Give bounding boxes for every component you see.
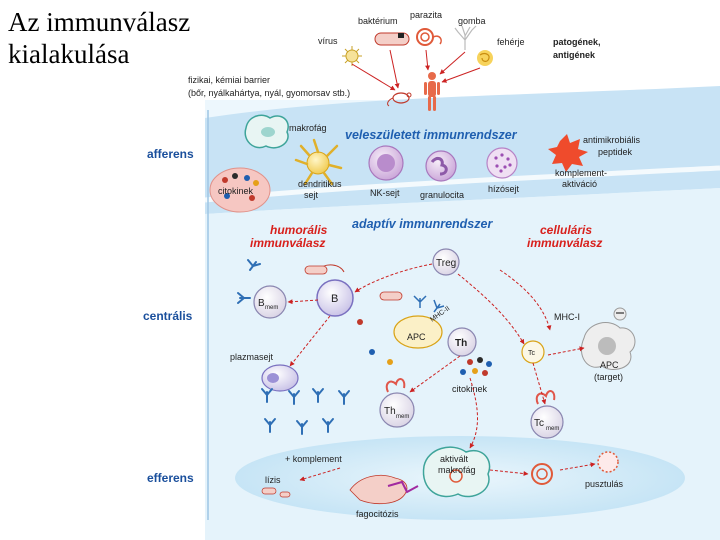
barrier-group: fizikai, kémiai barrier (bőr, nyálkahárt… [188, 49, 481, 111]
plasma-cell [261, 364, 299, 392]
title-line-2: kialakulása [8, 39, 130, 69]
mast-cell [486, 147, 518, 179]
treg-cell [432, 248, 460, 276]
activated-label-1: aktivált [440, 454, 469, 464]
tc-memory-sub: mem [546, 426, 559, 432]
stage-efferent: efferens [147, 471, 194, 485]
tc-memory-label: Tc [534, 418, 544, 429]
phagocytosis-label: fagocitózis [356, 509, 399, 519]
innate-heading: veleszületett immunrendszer [345, 128, 518, 142]
killing-label: pusztulás [585, 479, 624, 489]
dendritic-label-2: sejt [304, 190, 319, 200]
pathogens-group: baktérium parazita gomba vírus fehérje p… [318, 10, 601, 66]
activated-label-2: makrofág [438, 465, 476, 475]
parasite-icon [416, 28, 442, 46]
lysis-label: lízis [265, 475, 281, 485]
activated-macrophage-cell [422, 446, 491, 498]
phagocytosis-cell [349, 474, 408, 505]
complement-label-2: aktiváció [562, 179, 597, 189]
phagocytosis-chain [387, 480, 419, 494]
protein-icon [477, 50, 493, 66]
apc-target-cell [580, 307, 636, 370]
cytokines-label-center: citokinek [452, 384, 488, 394]
human-icon [424, 72, 440, 111]
efferent-group: + komplement lízis fagocitózis aktivált … [261, 446, 624, 519]
virus-icon [342, 46, 362, 66]
slide-title: Az immunválasz kialakulása [8, 6, 190, 70]
lysis-fragments [261, 487, 291, 498]
nk-cell-label: NK-sejt [370, 188, 400, 198]
apc-target-label-1: APC [600, 360, 619, 370]
fungus-icon [454, 25, 477, 50]
complement-label-1: komplement- [555, 168, 607, 178]
rat-icon [387, 92, 412, 107]
stage-central: centrális [143, 309, 193, 323]
tc-label: Tc [528, 350, 536, 357]
dendritic-cell [294, 138, 343, 186]
tcr-receptors [413, 295, 445, 313]
th-memory-cell [379, 392, 415, 428]
mhc1-label: MHC-I [554, 312, 580, 322]
cellular-heading-1: celluláris [540, 223, 592, 237]
treg-label: Treg [436, 258, 456, 269]
th-cell [447, 327, 477, 357]
b-cell-label: B [331, 293, 338, 305]
antimicrobial-label-2: peptidek [598, 147, 633, 157]
humoral-heading-1: humorális [270, 223, 328, 237]
th-memory-sub: mem [396, 414, 409, 420]
apc-cell [393, 315, 443, 349]
dendritic-label-1: dendritikus [298, 179, 342, 189]
antimicrobial-star-icon [548, 134, 588, 172]
antibody-group [237, 259, 350, 435]
fungus-label: gomba [458, 16, 486, 26]
plasma-cell-label: plazmasejt [230, 352, 274, 362]
humoral-heading-2: immunválasz [250, 236, 325, 250]
th-memory-label: Th [384, 406, 396, 417]
b-memory-sub: mem [265, 305, 278, 311]
b-cell [316, 279, 354, 317]
tc-memory-cell [530, 405, 564, 439]
th-label: Th [455, 338, 467, 349]
bacterium-label: baktérium [358, 16, 398, 26]
cytokines-label-innate: citokinek [218, 186, 254, 196]
macrophage-label: makrofág [289, 123, 327, 133]
apc-label: APC [407, 332, 426, 342]
innate-group: veleszületett immunrendszer makrofág cit… [209, 114, 641, 213]
virus-label: vírus [318, 36, 338, 46]
title-line-1: Az immunválasz [8, 7, 191, 37]
pathogens-heading-2: antigének [553, 50, 596, 60]
pathogens-heading-1: patogének, [553, 37, 601, 47]
innate-band [205, 86, 720, 214]
complement-add-label: + komplement [285, 454, 342, 464]
stage-afferent: afferens [147, 147, 194, 161]
parasite-label: parazita [410, 10, 442, 20]
b-memory-label: B [258, 298, 265, 309]
mast-cell-label: hízósejt [488, 184, 520, 194]
cellular-heading-2: immunválasz [527, 236, 602, 250]
apc-target-label-2: (target) [594, 372, 623, 382]
cytokine-dots [357, 319, 492, 376]
barrier-line-2: (bőr, nyálkahártya, nyál, gyomorsav stb.… [188, 88, 350, 98]
barrier-line-1: fizikai, kémiai barrier [188, 75, 270, 85]
antimicrobial-label-1: antimikrobiális [583, 135, 641, 145]
adaptive-heading: adaptív immunrendszer [352, 217, 493, 231]
parasite-kill-icon [531, 451, 619, 485]
adaptive-arrows [287, 263, 585, 449]
protein-label: fehérje [497, 37, 525, 47]
adaptive-group: adaptív immunrendszer humorális immunvál… [230, 217, 636, 449]
b-memory-cell [253, 285, 287, 319]
granulocyte-label: granulocita [420, 190, 464, 200]
